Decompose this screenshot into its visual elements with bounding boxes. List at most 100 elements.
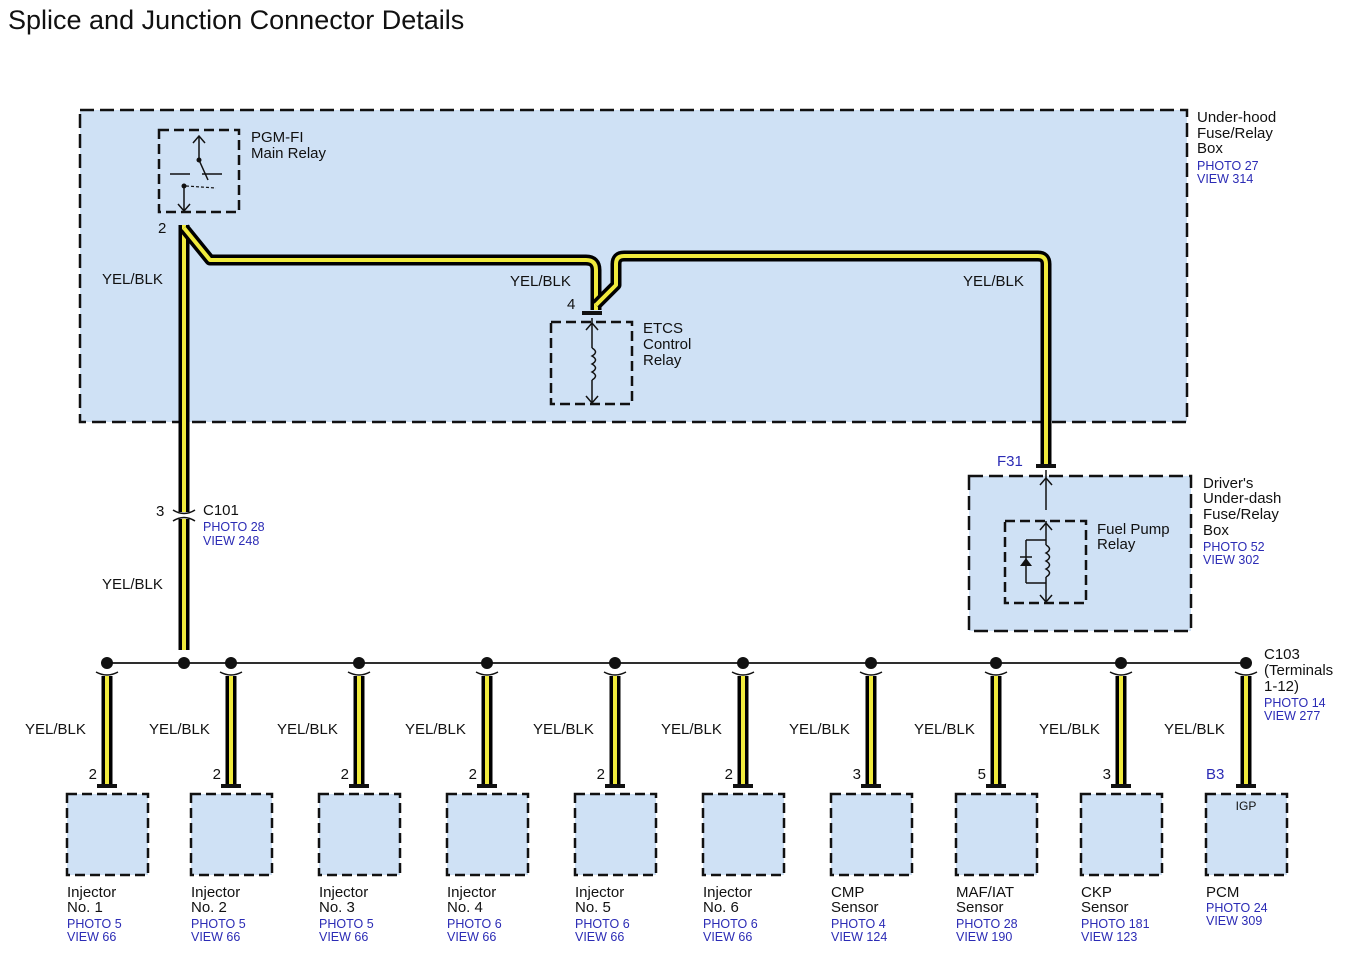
component-box: [317, 792, 402, 877]
component-view-ref: VIEW 190: [956, 930, 1012, 944]
c103-splice-dot: [1115, 657, 1127, 669]
component-name-line2: Sensor: [1081, 899, 1129, 916]
c103-label: C103 (Terminals 1-12): [1264, 646, 1337, 695]
component-name: Injector: [575, 884, 624, 901]
wire-label-c101: YEL/BLK: [102, 576, 163, 593]
component-name: Injector: [67, 884, 116, 901]
wire-label: YEL/BLK: [25, 721, 86, 738]
c103-view-ref: VIEW 277: [1264, 709, 1320, 723]
wire-label: YEL/BLK: [149, 721, 210, 738]
underhood-view-ref: VIEW 314: [1197, 172, 1253, 186]
c101-splice-dot: [178, 657, 190, 669]
wire-label-pgmfi: YEL/BLK: [102, 271, 163, 288]
component-view-ref: VIEW 66: [319, 930, 368, 944]
wire-label: YEL/BLK: [405, 721, 466, 738]
c103-terminal: [731, 671, 755, 676]
c103-splice-dot: [101, 657, 113, 669]
pin-label: 3: [853, 766, 861, 783]
c103-terminal: [984, 671, 1008, 676]
component-name: Injector: [447, 884, 496, 901]
component-name-line2: No. 1: [67, 899, 103, 916]
c103-photo-ref: PHOTO 14: [1264, 696, 1326, 710]
component-photo-ref: PHOTO 5: [319, 917, 374, 931]
pin-label: 2: [725, 766, 733, 783]
fuel-pump-relay: [1003, 470, 1088, 605]
component-photo-ref: PHOTO 6: [447, 917, 502, 931]
component-name: CKP: [1081, 884, 1112, 901]
component-view-ref: VIEW 66: [575, 930, 624, 944]
fuel-pump-relay-label: Fuel Pump Relay: [1097, 521, 1174, 553]
component-view-ref: VIEW 66: [703, 930, 752, 944]
pgmfi-relay-label: PGM-FI Main Relay: [251, 129, 327, 162]
c101-view-ref: VIEW 248: [203, 534, 259, 548]
etcs-relay-label: ETCS Control Relay: [643, 320, 696, 369]
main-wires: [178, 224, 1052, 650]
pgmfi-main-relay: [157, 128, 241, 214]
component-box: [65, 792, 150, 877]
component-name: Injector: [191, 884, 240, 901]
component-box: [189, 792, 274, 877]
component-box: [954, 792, 1039, 877]
c103-terminal: [1234, 671, 1258, 676]
component-photo-ref: PHOTO 6: [703, 917, 758, 931]
c103-splice-dot: [737, 657, 749, 669]
wire-label: YEL/BLK: [1164, 721, 1225, 738]
c103-terminal: [603, 671, 627, 676]
component-name-line2: No. 3: [319, 899, 355, 916]
component-photo-ref: PHOTO 4: [831, 917, 886, 931]
c103-splice-dot: [353, 657, 365, 669]
component-photo-ref: PHOTO 5: [191, 917, 246, 931]
c103-splice-dot: [1240, 657, 1252, 669]
c101-pin-label: 3: [156, 503, 164, 520]
c103-splice-dot: [609, 657, 621, 669]
wire-label: YEL/BLK: [533, 721, 594, 738]
component-box: [1204, 792, 1289, 877]
pin-label: 2: [597, 766, 605, 783]
component-name-line2: No. 6: [703, 899, 739, 916]
component-name-line2: Sensor: [956, 899, 1004, 916]
c103-terminal: [1109, 671, 1133, 676]
c103-terminal: [347, 671, 371, 676]
component-name-line2: No. 5: [575, 899, 611, 916]
component-name: Injector: [319, 884, 368, 901]
wire-label: YEL/BLK: [277, 721, 338, 738]
component-photo-ref: PHOTO 28: [956, 917, 1018, 931]
component-box: [1079, 792, 1164, 877]
component-photo-ref: PHOTO 6: [575, 917, 630, 931]
c103-splice-dot: [865, 657, 877, 669]
pin-label: 2: [213, 766, 221, 783]
component-view-ref: VIEW 123: [1081, 930, 1137, 944]
c103-terminal: [475, 671, 499, 676]
wire-label: YEL/BLK: [661, 721, 722, 738]
wire-label-etcs: YEL/BLK: [510, 273, 571, 290]
wire-label: YEL/BLK: [914, 721, 975, 738]
driver-box-label: Driver's Under-dash Fuse/Relay Box: [1203, 475, 1286, 539]
component-view-ref: VIEW 124: [831, 930, 887, 944]
component-name: Injector: [703, 884, 752, 901]
component-view-ref: VIEW 66: [191, 930, 240, 944]
component-photo-ref: PHOTO 24: [1206, 901, 1268, 915]
c103-terminal: [95, 671, 119, 676]
pin-label: 3: [1103, 766, 1111, 783]
component-name-line2: No. 4: [447, 899, 483, 916]
component-box: [701, 792, 786, 877]
component-box: [829, 792, 914, 877]
underhood-fuse-relay-box: [78, 108, 1189, 424]
pin-label: 2: [89, 766, 97, 783]
component-name: CMP: [831, 884, 864, 901]
underhood-box-label: Under-hood Fuse/Relay Box: [1197, 109, 1280, 157]
component-view-ref: VIEW 66: [447, 930, 496, 944]
component-view-ref: VIEW 309: [1206, 914, 1262, 928]
wire-label: YEL/BLK: [789, 721, 850, 738]
component-box: [445, 792, 530, 877]
pin-label: 2: [469, 766, 477, 783]
